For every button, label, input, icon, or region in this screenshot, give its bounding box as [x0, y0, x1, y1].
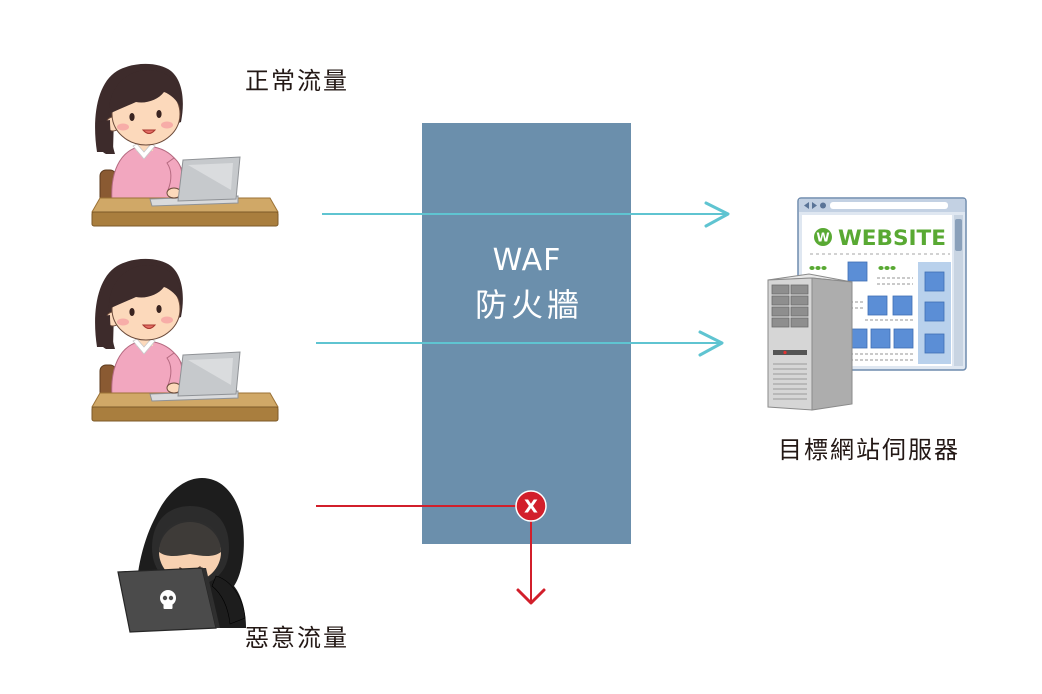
drive-bay	[790, 317, 809, 328]
scrollbar	[954, 215, 963, 366]
hacker-laptop-edge	[202, 568, 220, 628]
firewall-box	[422, 123, 631, 544]
skull-left-eye	[162, 595, 168, 601]
drive-bay	[771, 284, 790, 295]
sidebar-block	[924, 333, 945, 354]
green-dot	[821, 266, 827, 270]
normal-traffic-label: 正常流量	[245, 67, 349, 95]
skull-icon	[160, 590, 176, 609]
normal-user-2-icon	[91, 258, 279, 422]
blocked-marker-symbol: X	[524, 497, 538, 518]
drive-bays	[771, 284, 809, 328]
forward-arrow-icon	[812, 202, 817, 209]
content-block	[892, 295, 913, 316]
drive-bay	[790, 284, 809, 295]
firewall-title-line-2: 防火牆	[475, 286, 583, 324]
green-dot	[878, 266, 884, 270]
green-dot	[809, 266, 815, 270]
skull-right-eye	[168, 595, 174, 601]
malicious-traffic-label: 惡意流量	[245, 624, 349, 652]
content-block	[870, 328, 891, 349]
hacker-arm	[211, 575, 246, 625]
drive-bay	[771, 306, 790, 317]
drive-bay	[771, 295, 790, 306]
target-server-label: 目標網站伺服器	[778, 436, 960, 464]
firewall-title-line-1: WAF	[493, 243, 562, 278]
green-dot	[815, 266, 821, 270]
server-slot	[773, 350, 807, 355]
scrollbar-thumb	[955, 219, 962, 251]
sidebar-block	[924, 301, 945, 322]
normal-traffic-arrowhead-2	[698, 330, 724, 357]
sidebar-block	[924, 271, 945, 292]
server-vents	[773, 363, 807, 400]
content-block	[893, 328, 914, 349]
skull-head	[160, 590, 176, 606]
server-side	[811, 277, 853, 411]
skull-jaw	[163, 604, 173, 609]
website-logo-letter: W	[816, 231, 829, 245]
green-dot	[890, 266, 896, 270]
content-block	[867, 295, 888, 316]
sidebar-blocks	[924, 271, 945, 354]
drive-bay	[771, 317, 790, 328]
web-server-icon: W WEBSITE	[767, 197, 967, 411]
normal-traffic-arrowhead-1	[704, 201, 730, 228]
green-dots-right	[878, 266, 896, 270]
back-arrow-icon	[804, 202, 809, 209]
website-logo-icon	[814, 228, 832, 246]
hooded-hacker-icon	[117, 478, 246, 633]
reload-icon	[820, 202, 826, 209]
drive-bay	[790, 295, 809, 306]
website-title: WEBSITE	[838, 226, 946, 250]
content-blocks	[847, 261, 914, 349]
blocked-marker	[515, 490, 547, 522]
address-bar	[830, 202, 948, 209]
green-dots-left	[809, 266, 827, 270]
face-shadow	[159, 520, 221, 556]
drive-bay	[790, 306, 809, 317]
server-tower	[767, 273, 853, 411]
power-led	[783, 350, 787, 355]
green-dot	[884, 266, 890, 270]
content-block	[847, 261, 868, 282]
malicious-traffic-arrowhead	[516, 588, 546, 605]
